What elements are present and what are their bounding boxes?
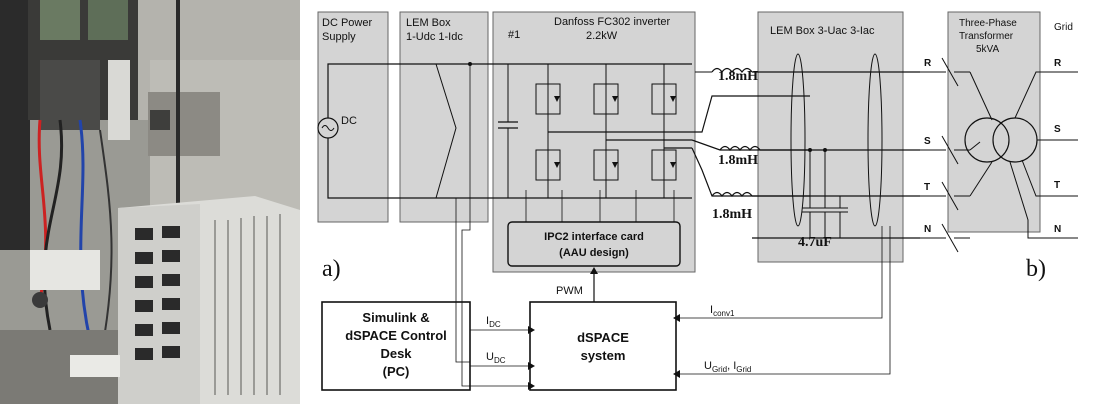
inductor-3-label: 1.8mH (712, 207, 752, 222)
phase-n: N (924, 224, 931, 235)
dspace-system-box (529, 301, 677, 391)
grid-phase-s: S (1054, 124, 1061, 135)
lem-dc-title-1: LEM Box (406, 17, 451, 29)
transformer-box (947, 11, 1041, 233)
pc-control-desk-box (321, 301, 471, 391)
pc-box-line-2: dSPACE Control (345, 328, 447, 343)
dc-supply-title-2: Supply (322, 31, 356, 43)
panel-label-a: a) (322, 256, 341, 282)
inductor-2-label: 1.8mH (718, 153, 758, 168)
pc-box-line-3: Desk (380, 346, 412, 361)
ipc-card-line-1: IPC2 interface card (544, 231, 644, 243)
ipc-interface-card (507, 221, 681, 267)
dspace-box-line-1: dSPACE (577, 330, 629, 345)
dc-supply-title-1: DC Power (322, 17, 372, 29)
transformer-title-3: 5kVA (976, 44, 999, 55)
inverter-setup-schematic: DC Power Supply LEM Box 1-Udc 1-Idc #1 D… (317, 11, 1078, 391)
inverter-title-2: 2.2kW (586, 30, 618, 42)
grid-label: Grid (1054, 22, 1073, 33)
idc-label: IDC (486, 315, 501, 329)
ipc-card-line-2: (AAU design) (559, 247, 629, 259)
pwm-signal-label: PWM (556, 285, 583, 297)
dspace-box-line-2: system (581, 348, 626, 363)
inductor-1-label: 1.8mH (718, 69, 758, 84)
grid-phase-n: N (1054, 224, 1061, 235)
ugrid-igrid-label: UGrid, IGrid (704, 360, 751, 374)
lem-box-dc (399, 11, 489, 223)
transformer-title-1: Three-Phase (959, 18, 1017, 29)
iconv-label: Iconv1 (710, 304, 735, 318)
pc-box-line-4: (PC) (383, 364, 410, 379)
dc-source-label: DC (341, 115, 357, 127)
lem-ac-title: LEM Box 3-Uac 3-Iac (770, 25, 875, 37)
grid-phase-r: R (1054, 58, 1062, 69)
transformer-title-2: Transformer (959, 31, 1014, 42)
transformer-primary-coil (964, 117, 1010, 163)
panel-label-b: b) (1026, 256, 1046, 282)
udc-label: UDC (486, 351, 506, 365)
lab-setup-photo (0, 0, 300, 404)
inverter-index: #1 (508, 29, 520, 41)
pc-box-line-1: Simulink & (362, 310, 429, 325)
lem-dc-title-2: 1-Udc 1-Idc (406, 31, 463, 43)
phase-t: T (924, 182, 930, 193)
dc-supply-box (317, 11, 389, 223)
phase-s: S (924, 136, 931, 147)
grid-phase-t: T (1054, 180, 1060, 191)
capacitor-label: 4.7uF (798, 235, 832, 250)
lem-box-ac (757, 11, 904, 263)
phase-r: R (924, 58, 932, 69)
inverter-title-1: Danfoss FC302 inverter (554, 16, 670, 28)
